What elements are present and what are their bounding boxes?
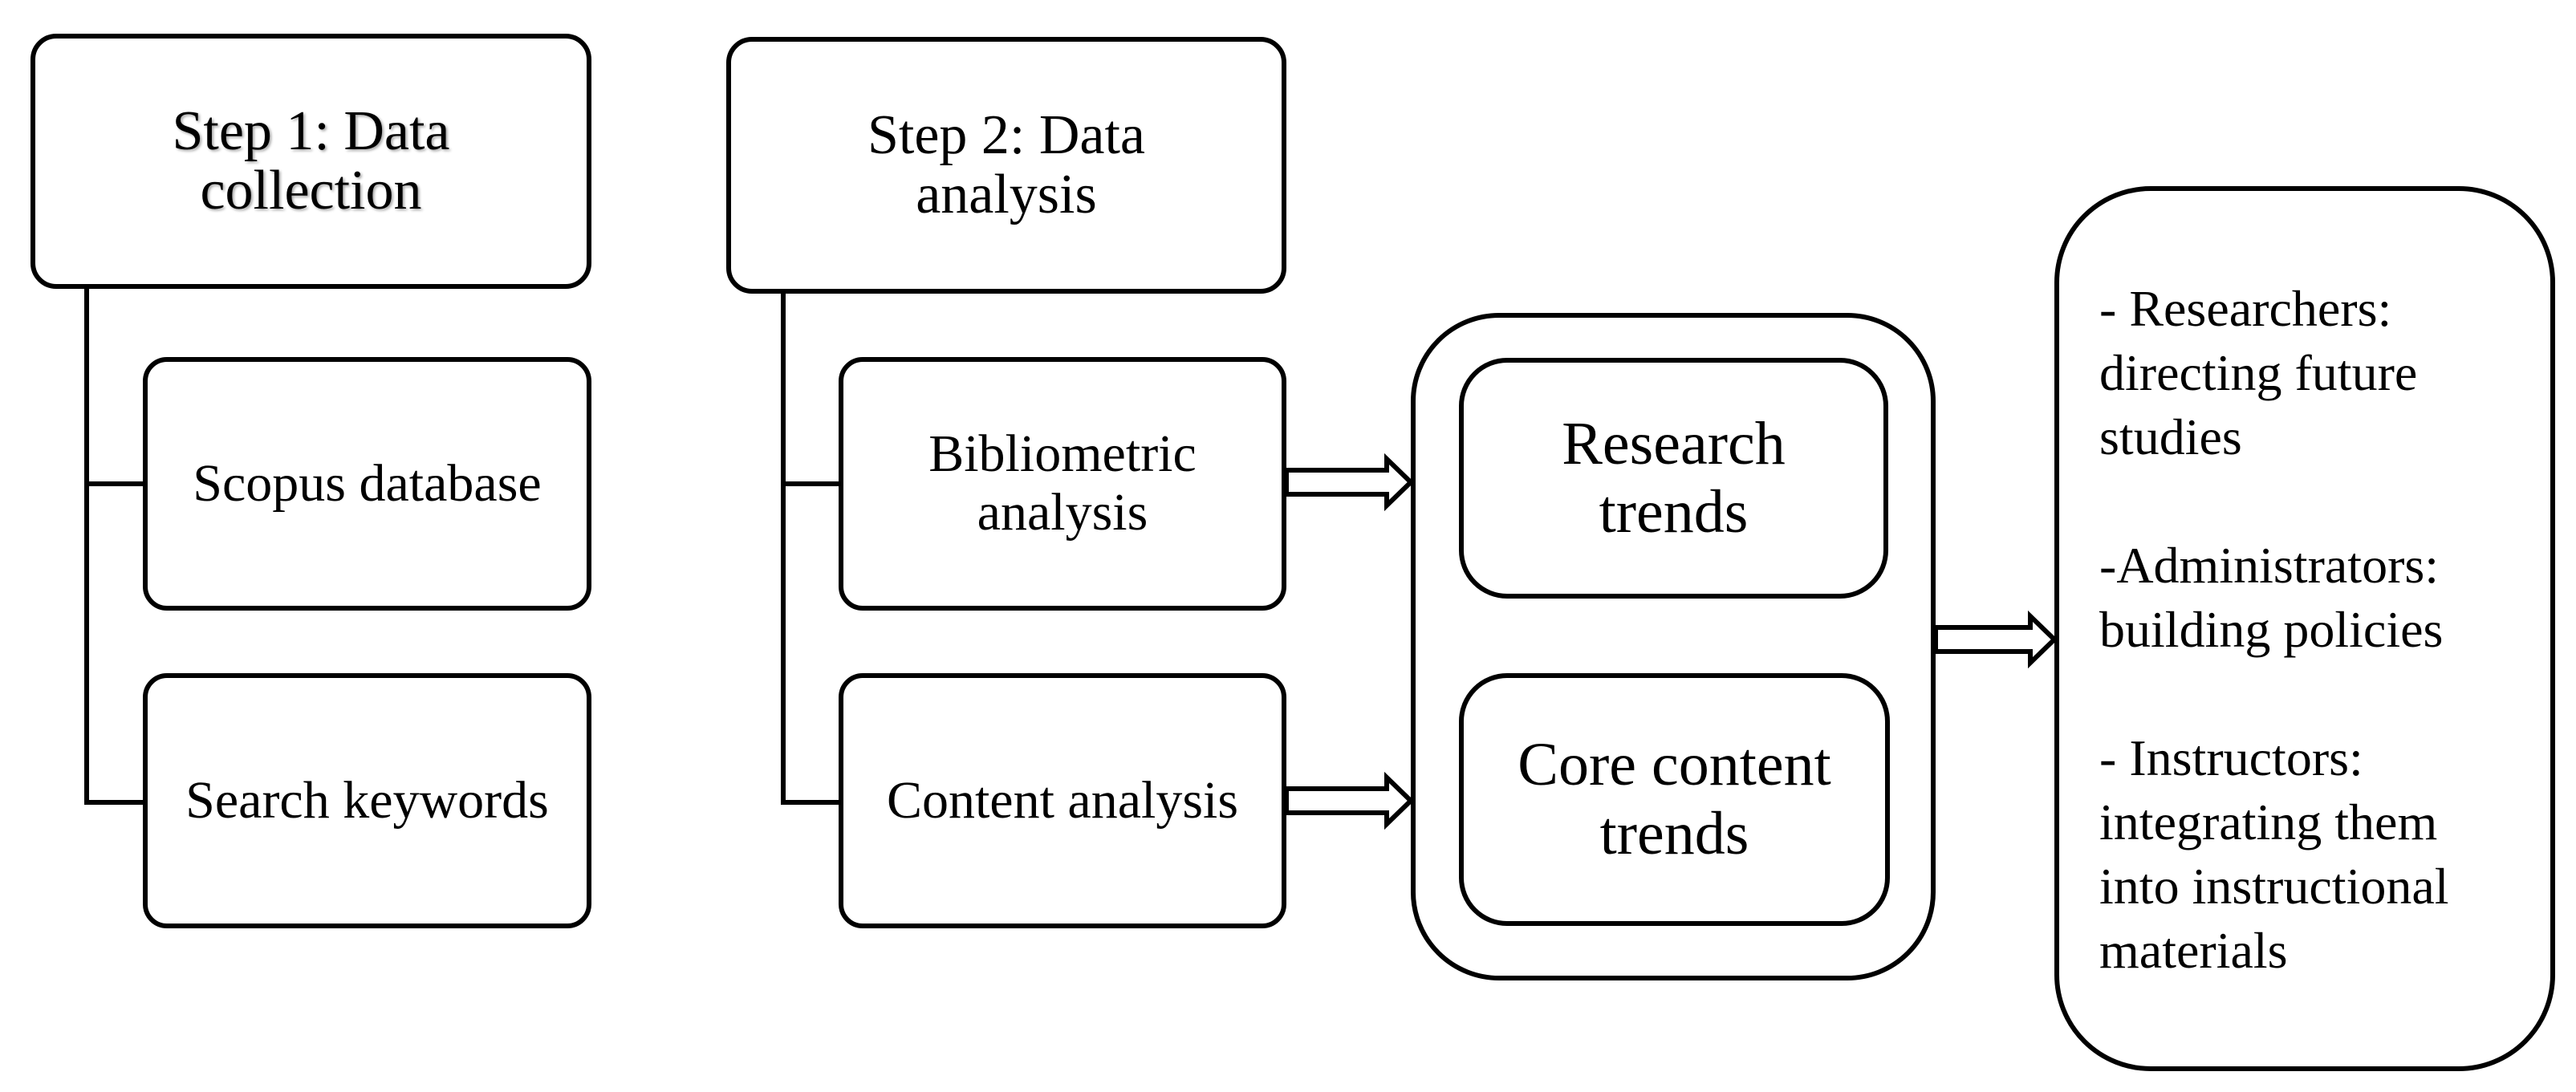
step2-connector-vertical xyxy=(781,290,786,805)
step2-title-line-2: analysis xyxy=(916,164,1097,225)
step1-title-line-2: collection xyxy=(200,160,422,221)
content-analysis-label: Content analysis xyxy=(886,770,1239,830)
implication-researchers-line-3: studies xyxy=(2099,408,2242,465)
implication-administrators-line-2: building policies xyxy=(2099,601,2444,658)
implication-administrators-line-1: -Administrators: xyxy=(2099,537,2440,594)
core-content-trends-line-2: trends xyxy=(1599,799,1749,867)
bibliometric-analysis-line-2: analysis xyxy=(977,483,1148,542)
implication-administrators: -Administrators: building policies xyxy=(2099,534,2549,662)
step1-connector-branch-2 xyxy=(84,800,148,805)
core-content-trends-line-1: Core content xyxy=(1518,731,1831,799)
research-trends-line-1: Research xyxy=(1562,409,1786,477)
implication-instructors-line-1: - Instructors: xyxy=(2099,729,2363,786)
implication-instructors-line-3: into instructional xyxy=(2099,858,2449,915)
arrow-bibliometric-to-research-trends xyxy=(1284,453,1415,512)
step1-title-line-1: Step 1: Data xyxy=(172,99,450,162)
implications-box xyxy=(2054,186,2555,1071)
implication-researchers-line-2: directing future xyxy=(2099,344,2418,401)
step2-connector-branch-2 xyxy=(781,800,845,805)
implication-researchers: - Researchers: directing future studies xyxy=(2099,277,2549,469)
scopus-database-box: Scopus database xyxy=(143,357,591,611)
research-trends-box: Research trends xyxy=(1459,358,1888,599)
implication-instructors-line-2: integrating them xyxy=(2099,794,2438,850)
step2-title-line-1: Step 2: Data xyxy=(867,104,1146,166)
bibliometric-analysis-box: Bibliometric analysis xyxy=(839,357,1286,611)
core-content-trends-box: Core content trends xyxy=(1459,673,1890,926)
search-keywords-label: Search keywords xyxy=(185,770,549,830)
arrow-results-to-implications xyxy=(1933,610,2058,669)
search-keywords-box: Search keywords xyxy=(143,673,591,928)
bibliometric-analysis-line-1: Bibliometric xyxy=(928,424,1197,484)
step1-connector-branch-1 xyxy=(84,481,148,486)
implication-instructors-line-4: materials xyxy=(2099,922,2288,979)
step1-title-box: Step 1: Data collection xyxy=(30,34,591,289)
research-trends-line-2: trends xyxy=(1599,478,1749,546)
step2-title-box: Step 2: Data analysis xyxy=(726,37,1286,294)
implication-researchers-line-1: - Researchers: xyxy=(2099,280,2392,337)
arrow-content-to-core-trends xyxy=(1284,771,1415,830)
scopus-database-label: Scopus database xyxy=(193,453,542,513)
implications-list: - Researchers: directing future studies … xyxy=(2099,277,2549,1047)
step2-connector-branch-1 xyxy=(781,481,845,486)
content-analysis-box: Content analysis xyxy=(839,673,1286,928)
step1-connector-vertical xyxy=(84,285,89,805)
implication-instructors: - Instructors: integrating them into ins… xyxy=(2099,726,2549,983)
